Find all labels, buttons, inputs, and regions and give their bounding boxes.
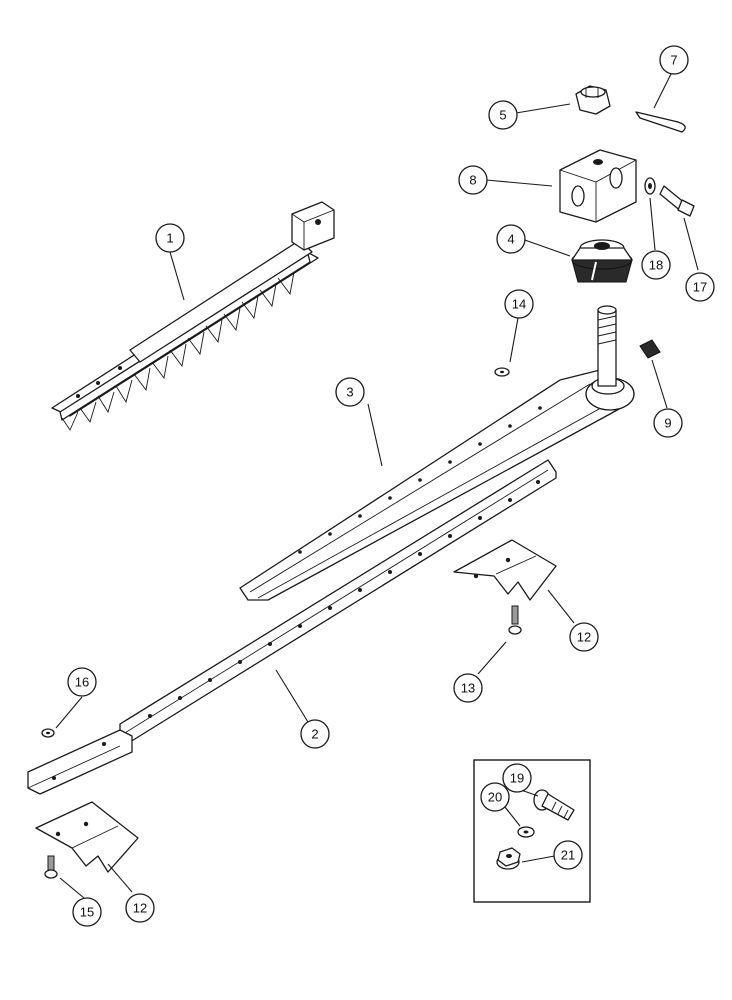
callout-2: 2 [300,719,330,749]
callout-21: 21 [553,840,583,870]
bolt-illustration-15 [44,855,58,879]
callout-12-upper: 12 [569,622,599,652]
svg-text:5: 5 [499,108,506,123]
carriage-bolt-illustration [533,789,575,821]
sickle-head-arm-illustration [239,305,635,601]
knife-head-block-illustration [559,149,637,223]
callout-18: 18 [641,250,671,280]
svg-text:13: 13 [461,681,475,696]
callout-12-lower: 12 [125,893,155,923]
callout-19: 19 [502,763,532,793]
svg-text:12: 12 [133,901,147,916]
sickle-assembly-illustration [51,201,335,431]
svg-text:7: 7 [670,53,677,68]
cotter-pin-illustration [635,111,686,133]
bushing-cone-illustration [571,239,633,283]
svg-text:8: 8 [469,173,476,188]
callout-14: 14 [504,289,534,319]
callout-9: 9 [653,408,683,438]
callout-3: 3 [335,377,365,407]
svg-text:2: 2 [311,727,318,742]
callout-13: 13 [453,673,483,703]
callout-15: 15 [72,897,102,927]
callout-17: 17 [685,272,715,302]
svg-text:12: 12 [577,630,591,645]
bolt-illustration-17 [659,185,695,217]
svg-text:1: 1 [166,231,173,246]
svg-text:17: 17 [693,280,707,295]
sickle-bar-illustration [27,459,557,795]
svg-text:14: 14 [512,297,526,312]
hardware-inset-box [473,759,591,903]
nut-illustration-14 [494,367,510,377]
svg-text:21: 21 [561,848,575,863]
callout-16: 16 [67,667,97,697]
callout-5: 5 [488,100,518,130]
nut-illustration-16 [41,728,55,738]
callout-1: 1 [155,223,185,253]
callout-8: 8 [458,165,488,195]
flange-nut-illustration [496,847,521,870]
svg-text:15: 15 [80,905,94,920]
svg-text:4: 4 [507,232,514,247]
sickle-section-illustration-lower [35,801,139,873]
leader-lines [55,71,699,899]
callout-20: 20 [480,782,510,812]
sickle-section-illustration-upper [453,539,557,601]
callout-7: 7 [659,45,689,75]
grease-fitting-illustration [639,339,661,359]
svg-text:20: 20 [488,790,502,805]
bolt-illustration-13 [508,605,522,635]
svg-text:19: 19 [510,771,524,786]
castle-nut-illustration [575,85,611,115]
svg-text:16: 16 [75,675,89,690]
washer-illustration-20 [517,826,535,838]
svg-text:9: 9 [664,416,671,431]
svg-text:3: 3 [346,385,353,400]
svg-text:18: 18 [649,258,663,273]
callout-4: 4 [496,224,526,254]
washer-illustration-18 [644,177,656,195]
